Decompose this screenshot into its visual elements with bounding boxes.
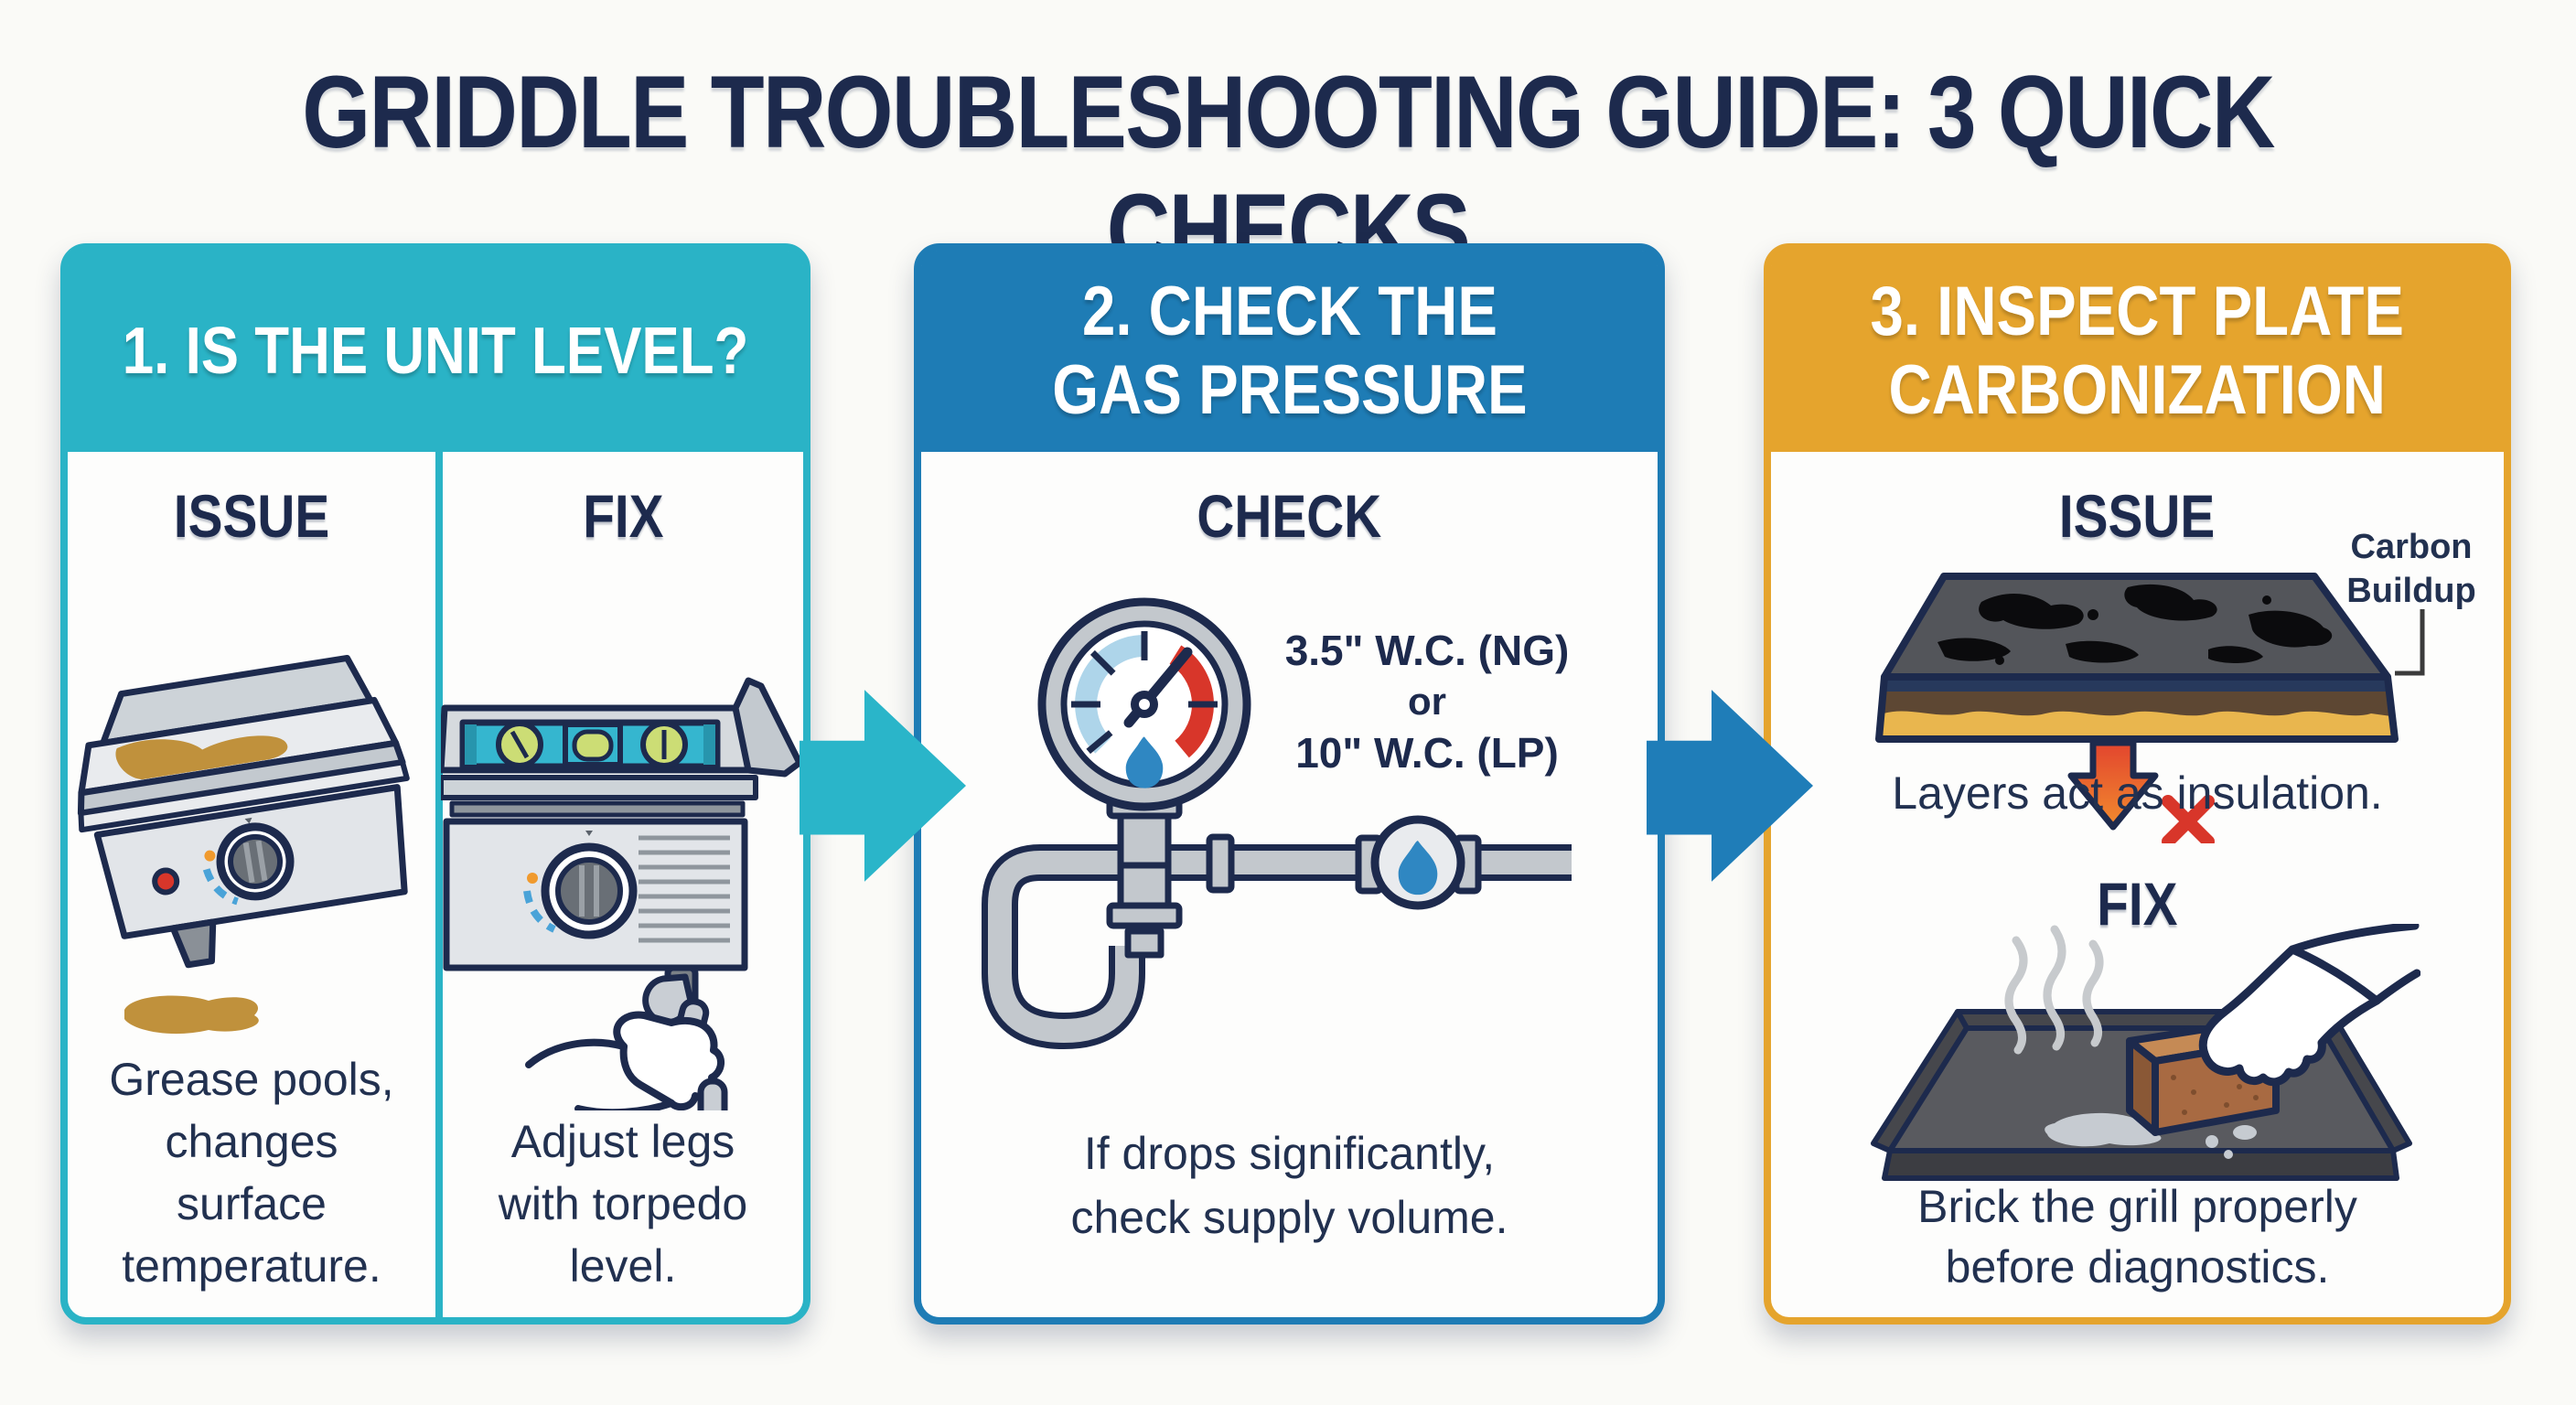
steam-wisps [2004,925,2104,1055]
pressure-spec-or: or [1408,680,1446,723]
pressure-spec: 3.5" W.C. (NG) or 10" W.C. (LP) [1223,624,1631,779]
panel1-header-text: 1. IS THE UNIT LEVEL? [122,315,749,388]
pressure-gauge-illustration [982,597,1572,1050]
fix-heading-level-text: FIX [582,482,664,550]
issue-description-level: Grease pools, changes surface temperatur… [109,1054,394,1292]
tilted-griddle-illustration [77,654,410,1035]
carbonized-plate-illustration [1875,573,2425,843]
panel2-header: 2. CHECK THE GAS PRESSURE [921,251,1658,452]
panel1-header: 1. IS THE UNIT LEVEL? [68,251,803,452]
callout-connector-line [2395,609,2425,676]
level-griddle-illustration [441,677,803,1110]
fix-description-carbon: Brick the grill properly before diagnost… [1917,1181,2357,1292]
fix-heading-carbon-text: FIX [2097,870,2178,938]
panel1-column-divider [435,452,443,1317]
panel-plate-carbonization: 3. INSPECT PLATE CARBONIZATION ISSUE Car… [1764,243,2511,1325]
grill-brick-illustration [1871,924,2420,1181]
issue-heading-level-text: ISSUE [173,482,330,550]
check-heading: CHECK [921,481,1658,551]
grease-puddle [124,995,259,1035]
issue-heading-level: ISSUE [68,481,435,551]
pressure-spec-lp: 10" W.C. (LP) [1295,729,1559,777]
insulation-note: Layers act as insulation. [1892,767,2383,819]
pressure-gauge-dial [1037,597,1251,811]
issue-heading-carbon: ISSUE [1771,481,2504,551]
fix-heading-level: FIX [443,481,803,551]
carbon-deposits [1937,584,2333,665]
fix-description-level: Adjust legs with torpedo level. [498,1116,748,1292]
fix-heading-carbon: FIX [1771,869,2504,938]
check-heading-text: CHECK [1197,482,1382,550]
hand-with-wrench [525,973,728,1110]
pressure-advice: If drops significantly, check supply vol… [1070,1128,1508,1243]
valve-flame-icon [1398,841,1438,896]
cleaning-suds [2045,1112,2257,1159]
carbon-buildup-callout: Carbon Buildup [2346,528,2476,610]
page-title: GRIDDLE TROUBLESHOOTING GUIDE: 3 QUICK C… [0,53,2576,289]
gauge-flame-icon [1125,736,1164,788]
panel2-header-text: 2. CHECK THE GAS PRESSURE [1051,273,1528,429]
panel3-header-text: 3. INSPECT PLATE CARBONIZATION [1870,273,2405,429]
panel3-header: 3. INSPECT PLATE CARBONIZATION [1771,251,2504,452]
heat-loss-down-arrow [2067,739,2159,831]
pressure-spec-ng: 3.5" W.C. (NG) [1284,627,1570,674]
panel-is-unit-level: 1. IS THE UNIT LEVEL? ISSUE FIX [60,243,810,1325]
panel-gas-pressure: 2. CHECK THE GAS PRESSURE CHECK [914,243,1665,1325]
blocked-x-icon [2162,795,2215,843]
page-title-text: GRIDDLE TROUBLESHOOTING GUIDE: 3 QUICK C… [302,55,2275,287]
issue-heading-carbon-text: ISSUE [2059,482,2216,550]
scrubbing-hand [2198,924,2420,1087]
